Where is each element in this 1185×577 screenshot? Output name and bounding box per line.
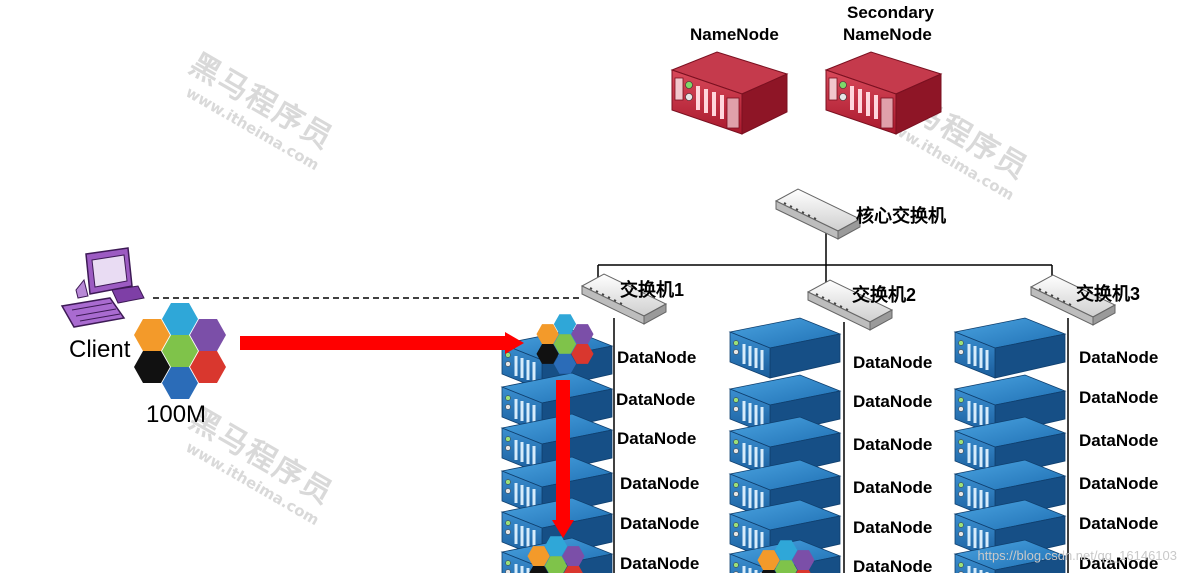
datanode-label: DataNode: [620, 514, 700, 533]
datanode-label: DataNode: [1079, 554, 1159, 573]
datanode-label: DataNode: [1079, 514, 1159, 533]
namenode-label: NameNode: [690, 25, 779, 44]
datanode-label: DataNode: [853, 392, 933, 411]
datanode-server-icon: [953, 316, 1067, 380]
client-computer-icon: [60, 247, 145, 328]
rack-3: [953, 316, 1067, 573]
source-credit: https://blog.csdn.net/qq_16146103: [977, 548, 1178, 563]
datanode-label: DataNode: [1079, 431, 1159, 450]
datanode-label: DataNode: [620, 554, 700, 573]
switch-3-label: 交换机3: [1076, 284, 1141, 304]
datanode-label: DataNode: [620, 474, 700, 493]
write-arrow-head-icon: [505, 332, 524, 354]
datanode-label: DataNode: [853, 557, 933, 576]
datanode-label: DataNode: [853, 478, 933, 497]
datanode-label: DataNode: [617, 348, 697, 367]
datanode-label: DataNode: [1079, 388, 1159, 407]
switch-1-label: 交换机1: [620, 280, 685, 300]
file-size-label: 100M: [146, 401, 207, 428]
datanode-label: DataNode: [616, 390, 696, 409]
datanode-server-icon: [728, 316, 842, 380]
datanode-label: DataNode: [853, 518, 933, 537]
secondary-namenode-server-icon: [824, 50, 943, 136]
datanode-label: DataNode: [853, 435, 933, 454]
secondary-namenode-label-line2: NameNode: [843, 25, 932, 44]
pipeline-arrow-head-icon: [552, 520, 574, 538]
core-switch-icon: [775, 188, 861, 240]
secondary-namenode-label-line1: Secondary: [847, 3, 934, 22]
datanode-label: DataNode: [1079, 348, 1159, 367]
datanode-label: DataNode: [853, 353, 933, 372]
datanode-label: DataNode: [1079, 474, 1159, 493]
rack-2: [728, 316, 842, 573]
namenode-server-icon: [670, 50, 789, 136]
core-switch-label: 核心交换机: [856, 206, 946, 226]
client-label: Client: [69, 336, 131, 363]
switch-2-label: 交换机2: [852, 285, 917, 305]
file-block-icon: [134, 303, 226, 399]
datanode-label: DataNode: [617, 429, 697, 448]
